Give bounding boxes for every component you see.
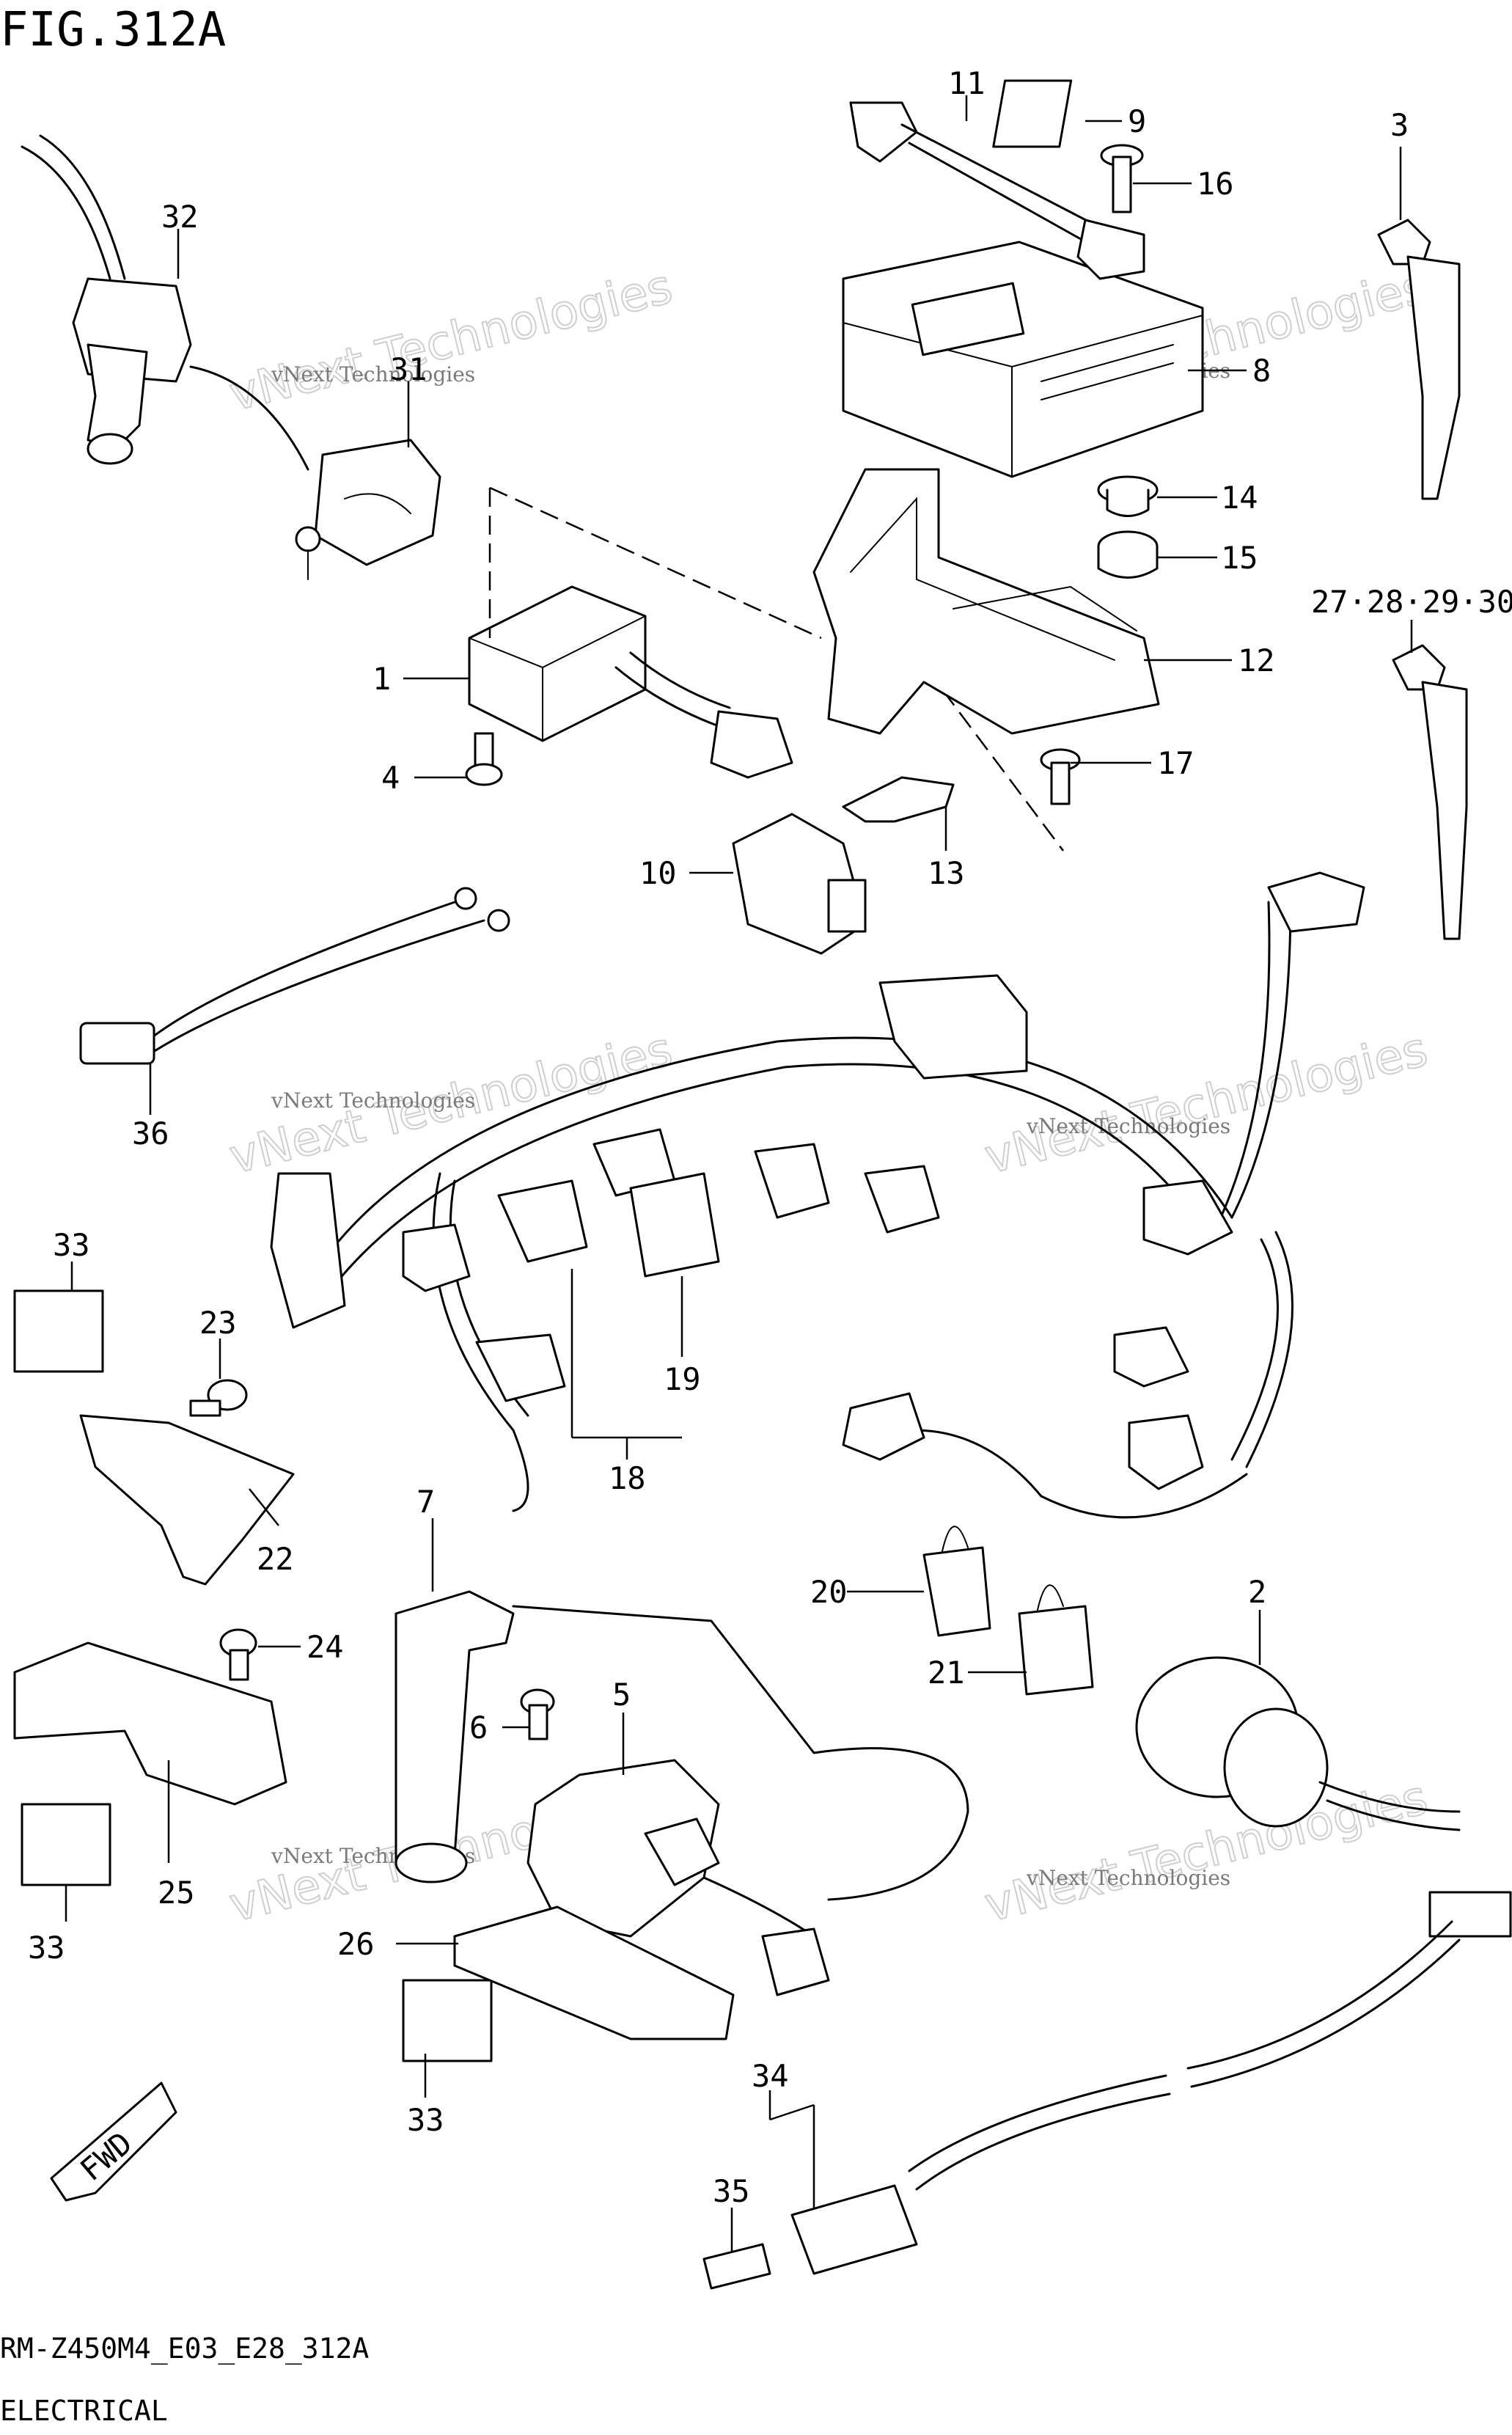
callout-32: 32	[161, 199, 199, 235]
callout-4: 4	[381, 760, 400, 796]
leader-lines	[65, 95, 1413, 2252]
part-11-strap	[849, 101, 1145, 280]
model-code: RM-Z450M4_E03_E28_312A	[0, 2332, 369, 2365]
callout-2: 2	[1248, 1574, 1266, 1610]
watermark-text: vNext Technologies	[1026, 1114, 1230, 1138]
callout-18: 18	[609, 1460, 646, 1496]
part-36-lead	[79, 887, 510, 1065]
callout-16: 16	[1197, 166, 1234, 202]
callout-25: 25	[158, 1875, 195, 1911]
part-9-pad	[992, 79, 1073, 148]
part-33-pad	[13, 1289, 104, 1373]
part-34-connector	[790, 2184, 918, 2275]
part-32-switch	[21, 134, 309, 471]
part-20-connector	[922, 1526, 991, 1637]
part-6-bolt	[520, 1688, 555, 1740]
watermark-big: vNext Technologies	[980, 1022, 1433, 1184]
watermark-big: vNext Technologies	[224, 260, 678, 422]
callout-10: 10	[639, 855, 677, 891]
callout-9: 9	[1128, 103, 1146, 139]
part-12-bracket	[812, 468, 1160, 735]
part-27-30-tie	[1392, 644, 1468, 940]
callout-36: 36	[132, 1116, 169, 1151]
callout-26: 26	[337, 1926, 375, 1962]
callout-33: 33	[53, 1227, 90, 1263]
callout-33: 33	[407, 2102, 444, 2138]
part-22-bracket	[79, 1414, 295, 1586]
part-21-connector	[1018, 1584, 1094, 1696]
fwd-arrow: FWD	[50, 2081, 177, 2202]
part-1-unit	[468, 585, 793, 779]
callout-17: 17	[1157, 745, 1194, 781]
part-4-bolt	[465, 732, 503, 786]
callout-14: 14	[1221, 480, 1258, 516]
callout-12: 12	[1238, 642, 1275, 678]
callout-27-30: 27·28·29·30	[1311, 584, 1512, 620]
callout-23: 23	[199, 1305, 237, 1341]
part-16-screw	[1100, 144, 1144, 213]
section-name: ELECTRICAL	[0, 2395, 168, 2427]
callout-11: 11	[948, 65, 986, 101]
watermark-text: vNext Technologies	[271, 1088, 475, 1113]
watermark-text: vNext Technologies	[1026, 1866, 1230, 1890]
callout-33: 33	[28, 1930, 65, 1966]
figure-title: FIG.312A	[0, 3, 226, 57]
part-31-switch	[295, 439, 441, 580]
part-14-grommet	[1097, 475, 1159, 517]
part-25-holder	[13, 1641, 287, 1806]
guide-line	[489, 486, 822, 640]
part-35-fuse	[702, 2243, 771, 2290]
callout-35: 35	[713, 2173, 750, 2209]
callout-5: 5	[612, 1677, 631, 1713]
watermark-text: vNext Technologies	[271, 362, 475, 387]
part-18-harness	[270, 871, 1365, 1519]
part-24-bolt	[219, 1628, 257, 1681]
callout-3: 3	[1390, 107, 1409, 143]
callout-6: 6	[469, 1710, 488, 1746]
callout-7: 7	[416, 1484, 435, 1520]
callout-1: 1	[373, 661, 391, 697]
part-10-connector	[732, 813, 867, 955]
callout-22: 22	[257, 1541, 294, 1577]
part-5-coil	[526, 1759, 830, 1996]
part-23-bolt	[189, 1379, 248, 1417]
callout-8: 8	[1252, 353, 1271, 389]
part-2-unit	[908, 1656, 1512, 2191]
part-17-screw	[1040, 748, 1081, 805]
part-7-plug-cap	[394, 1590, 969, 1901]
callout-34: 34	[752, 2058, 789, 2094]
part-13-clip	[842, 776, 955, 823]
callout-20: 20	[810, 1574, 848, 1610]
callout-19: 19	[664, 1361, 701, 1397]
callout-13: 13	[928, 855, 965, 891]
callout-labels: 32 31 11 9 16 8 14 15 12 17 3 27·28·29·3…	[28, 65, 1512, 2209]
part-33-pad	[21, 1803, 111, 1886]
callout-21: 21	[928, 1655, 965, 1691]
part-15-damper	[1097, 530, 1159, 579]
part-26-bracket	[453, 1905, 735, 2040]
callout-31: 31	[390, 351, 427, 387]
part-33-pad	[402, 1979, 493, 2062]
part-8-ecm	[842, 241, 1204, 478]
callout-24: 24	[307, 1629, 344, 1665]
part-3-tie	[1377, 219, 1461, 500]
callout-15: 15	[1221, 540, 1258, 576]
